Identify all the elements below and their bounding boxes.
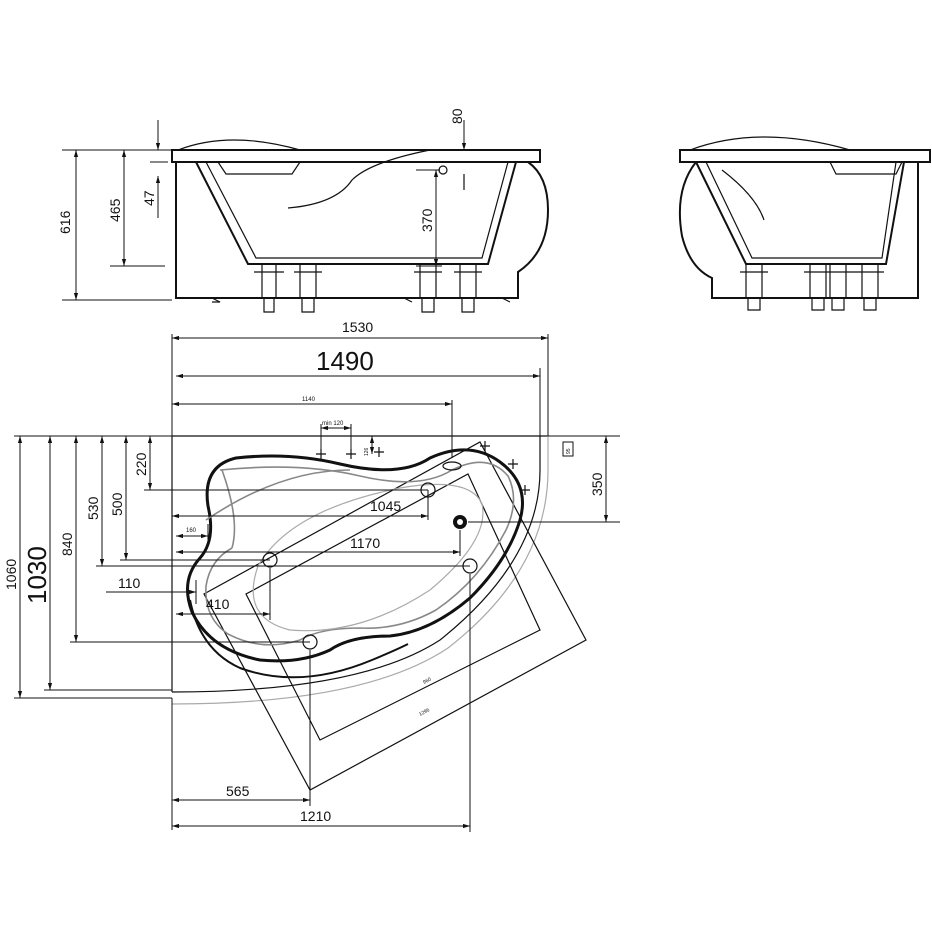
dim-80: 80 (449, 108, 465, 124)
dim-95: 95 (566, 448, 572, 454)
dim-1210: 1210 (300, 808, 331, 824)
dim-370: 370 (419, 208, 435, 232)
dim-565: 565 (226, 783, 250, 799)
dim-350: 350 (589, 472, 605, 496)
dim-1170: 1170 (350, 535, 380, 551)
legs-front (211, 264, 511, 313)
side-elevation-view (678, 136, 931, 311)
dim-465: 465 (107, 198, 123, 222)
plan-view: 1530 1490 1140 min 120 126 95 350 220 (3, 319, 620, 832)
dim-530: 530 (85, 496, 101, 520)
dim-840: 840 (59, 532, 75, 556)
dim-1490: 1490 (316, 346, 374, 376)
dim-126: 126 (364, 447, 370, 456)
dim-1045: 1045 (370, 498, 401, 514)
legs-side (740, 264, 884, 311)
dim-616: 616 (57, 210, 73, 234)
dim-1060: 1060 (3, 559, 19, 590)
dim-1030: 1030 (22, 546, 52, 604)
dim-min-120: min 120 (322, 421, 344, 427)
dim-1296: 1296 (418, 707, 431, 718)
front-elevation-view: 616 465 47 80 370 (57, 108, 550, 313)
dim-110: 110 (118, 575, 141, 591)
dim-500: 500 (109, 492, 125, 516)
dim-47: 47 (141, 190, 157, 206)
dim-160: 160 (186, 528, 197, 534)
dim-220: 220 (133, 452, 149, 476)
tap-hole-markers (316, 441, 530, 495)
dim-1530: 1530 (342, 319, 373, 335)
dim-960: 960 (422, 676, 432, 685)
dim-410: 410 (206, 596, 230, 612)
dim-1140: 1140 (302, 397, 316, 403)
